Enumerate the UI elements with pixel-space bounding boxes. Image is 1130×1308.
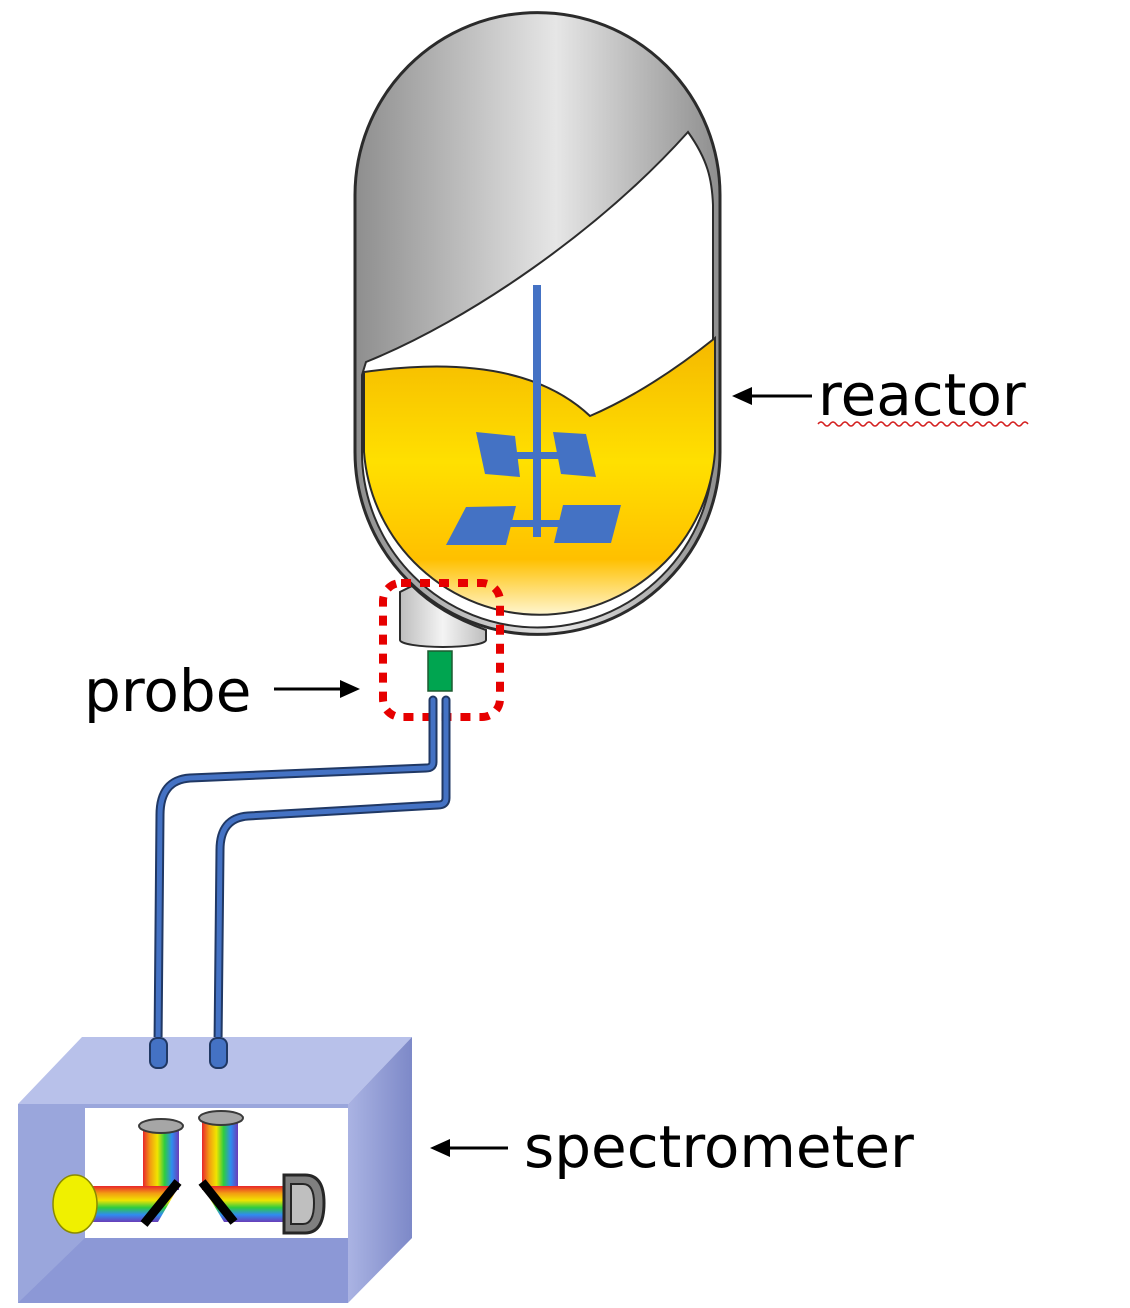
impeller-crossbar-upper: [496, 452, 560, 459]
reactor-label: reactor: [818, 361, 1026, 429]
spectrometer-label: spectrometer: [524, 1113, 914, 1181]
probe-tip: [427, 650, 453, 692]
impeller-blade-lower-right: [554, 505, 621, 543]
impeller-blade-upper-right: [553, 432, 596, 477]
probe-label: probe: [84, 657, 252, 725]
optic-port-right: [198, 1110, 244, 1126]
probe-arrow: [274, 680, 360, 698]
spectrometer-arrow: [430, 1139, 508, 1157]
grating-right: [198, 1179, 238, 1225]
optical-fibers: [153, 695, 451, 1050]
reactor-vessel: [353, 11, 722, 636]
mirror-left: [140, 1179, 182, 1227]
light-source-icon: [52, 1174, 98, 1234]
impeller-shaft: [533, 285, 541, 537]
spectrometer-side: [348, 1037, 412, 1303]
impeller-blade-upper-left: [476, 432, 520, 477]
fiber-cable-right: [213, 695, 451, 1050]
impeller-blade-lower-left: [446, 506, 516, 545]
fiber-connector-right: [209, 1037, 228, 1069]
optic-port-left: [138, 1118, 184, 1134]
spectrometer-inner-floor: [18, 1238, 348, 1303]
fiber-cable-left: [153, 695, 438, 1050]
spectrometer-top: [18, 1037, 412, 1104]
reactor-label-squiggle: [817, 421, 1029, 427]
probe-housing: [399, 584, 487, 648]
reactor-arrow: [732, 387, 812, 405]
spectrometer-inner-left: [18, 1104, 85, 1303]
fiber-connector-left: [149, 1037, 168, 1069]
spectrometer-optics: [52, 1110, 326, 1235]
impeller-crossbar-lower: [496, 520, 562, 527]
